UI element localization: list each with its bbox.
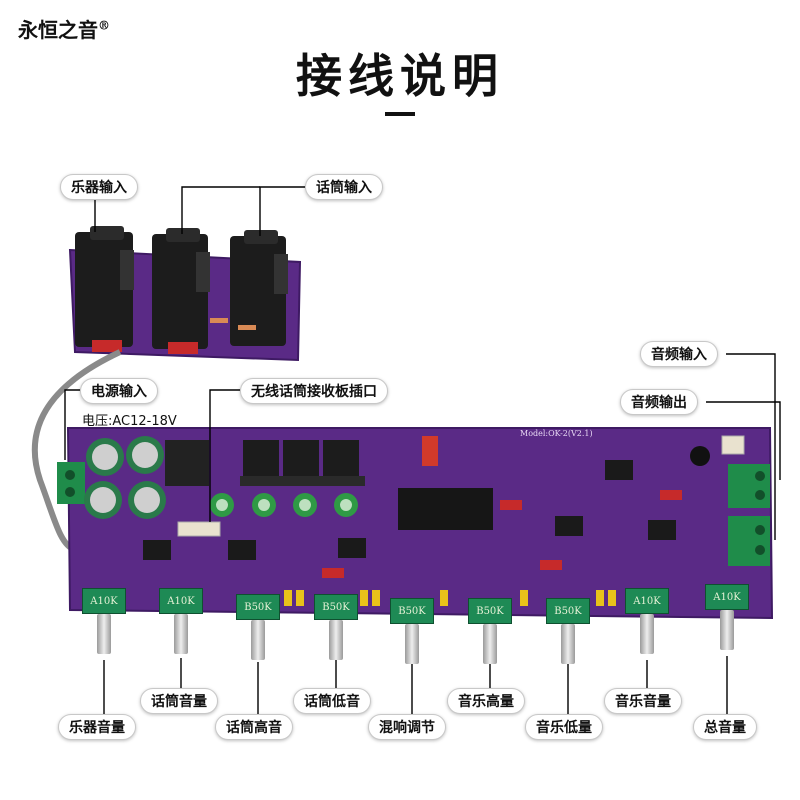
potentiometer-shaft <box>405 624 419 664</box>
potentiometer-shaft <box>720 610 734 650</box>
label-music-treble: 音乐高量 <box>447 688 525 714</box>
potentiometer-knob[interactable]: A10K <box>159 588 203 614</box>
potentiometer-shaft <box>174 614 188 654</box>
label-instrument-input: 乐器输入 <box>60 174 138 200</box>
page-title: 接线说明 <box>296 49 504 103</box>
potentiometer-knob[interactable]: B50K <box>314 594 358 620</box>
jack-mic-2 <box>230 230 288 346</box>
label-mic-treble: 话筒高音 <box>215 714 293 740</box>
board-model-text: Model:OK-2(V2.1) <box>520 429 593 438</box>
potentiometer-value: B50K <box>554 606 582 617</box>
audio-in-terminal <box>728 516 770 566</box>
power-voltage-note: 电压:AC12-18V <box>82 414 177 429</box>
potentiometer-value: A10K <box>167 596 195 607</box>
label-echo-adjust: 混响调节 <box>368 714 446 740</box>
potentiometer-shaft <box>483 624 497 664</box>
potentiometer-knob[interactable]: B50K <box>546 598 590 624</box>
brand-logo: 永恒之音® <box>18 14 110 43</box>
potentiometer-value: B50K <box>322 602 350 613</box>
ribbon-cable <box>31 349 122 553</box>
label-mic-volume: 话筒音量 <box>140 688 218 714</box>
jack-mic-1 <box>152 228 210 354</box>
callout-lines <box>64 186 781 725</box>
potentiometer-knob[interactable]: A10K <box>82 588 126 614</box>
potentiometer-knob[interactable]: B50K <box>236 594 280 620</box>
potentiometer-knob[interactable]: A10K <box>705 584 749 610</box>
potentiometer-value: B50K <box>476 606 504 617</box>
potentiometer-shaft <box>640 614 654 654</box>
wireless-header <box>177 521 221 537</box>
label-mic-input: 话筒输入 <box>305 174 383 200</box>
label-music-volume: 音乐音量 <box>604 688 682 714</box>
label-audio-input: 音频输入 <box>640 341 718 367</box>
jack-instrument <box>75 226 134 352</box>
jack-board <box>68 226 302 362</box>
potentiometer-shaft <box>251 620 265 660</box>
potentiometer-knob[interactable]: B50K <box>390 598 434 624</box>
label-mic-bass: 话筒低音 <box>293 688 371 714</box>
potentiometer-shaft <box>329 620 343 660</box>
potentiometer-value: A10K <box>713 592 741 603</box>
potentiometer-value: A10K <box>633 596 661 607</box>
brand-name: 永恒之音 <box>18 18 98 42</box>
potentiometer-value: A10K <box>90 596 118 607</box>
label-audio-output: 音频输出 <box>620 389 698 415</box>
potentiometer-knob[interactable]: B50K <box>468 598 512 624</box>
audio-out-terminal <box>728 464 770 508</box>
label-power-input: 电源输入 <box>80 378 158 404</box>
title-underline <box>385 112 415 116</box>
potentiometer-value: B50K <box>398 606 426 617</box>
power-terminal <box>57 462 85 504</box>
potentiometer-knob[interactable]: A10K <box>625 588 669 614</box>
label-instrument-volume: 乐器音量 <box>58 714 136 740</box>
label-master-volume: 总音量 <box>693 714 757 740</box>
label-music-bass: 音乐低量 <box>525 714 603 740</box>
main-pcb: Model:OK-2(V2.1) <box>57 427 774 620</box>
registered-mark: ® <box>98 18 110 33</box>
potentiometer-value: B50K <box>244 602 272 613</box>
potentiometer-shaft <box>561 624 575 664</box>
label-wireless-port: 无线话筒接收板插口 <box>240 378 388 404</box>
potentiometer-shaft <box>97 614 111 654</box>
